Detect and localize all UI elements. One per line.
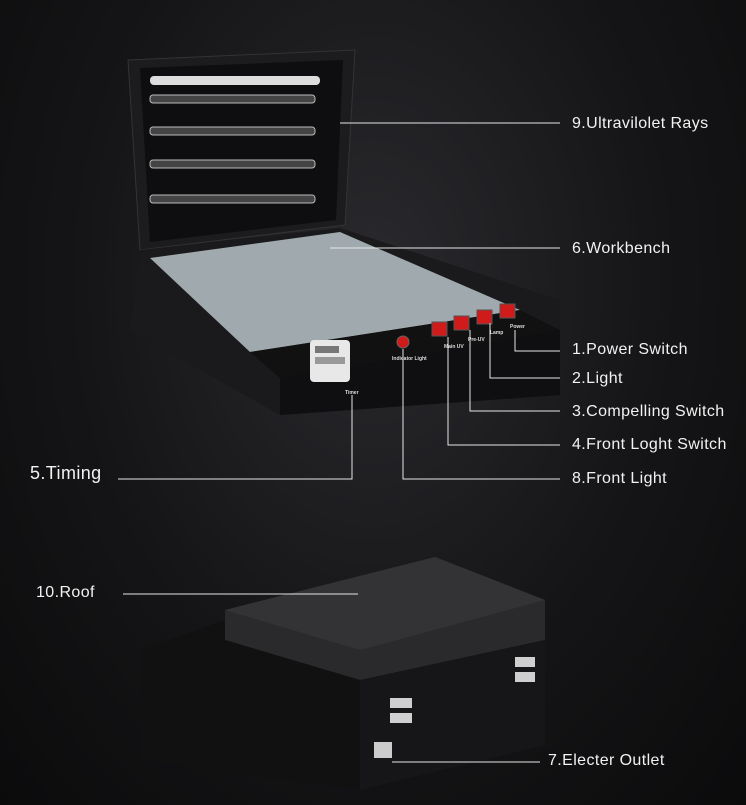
callout-front-light: 8.Front Light xyxy=(572,470,668,487)
pre-uv-label: Pre-UV xyxy=(468,337,485,343)
callout-electer-outlet: 7.Electer Outlet xyxy=(548,752,665,769)
callout-uv-rays: 9.Ultravilolet Rays xyxy=(572,115,709,132)
lamp-label: Lamp xyxy=(490,330,503,336)
callout-power-switch: 1.Power Switch xyxy=(572,341,688,358)
uv-lamp-tubes xyxy=(149,76,320,204)
timer-label: Timer xyxy=(345,390,359,396)
main-uv-label: Main UV xyxy=(444,344,464,350)
callout-workbench: 6.Workbench xyxy=(572,240,671,257)
switches xyxy=(431,303,516,337)
callout-front-loght-switch: 4.Front Loght Switch xyxy=(572,436,727,453)
power-outlet xyxy=(374,742,392,758)
workbench-glass xyxy=(150,232,520,352)
callout-roof: 10.Roof xyxy=(36,584,95,601)
callout-timing: 5.Timing xyxy=(30,463,102,483)
callout-compelling-switch: 3.Compelling Switch xyxy=(572,403,725,420)
indicator-light xyxy=(396,335,410,349)
power-label: Power xyxy=(510,324,525,330)
leader-lines xyxy=(118,122,560,763)
callout-light: 2.Light xyxy=(572,370,623,387)
indicator-label: Indicator Light xyxy=(392,356,427,362)
